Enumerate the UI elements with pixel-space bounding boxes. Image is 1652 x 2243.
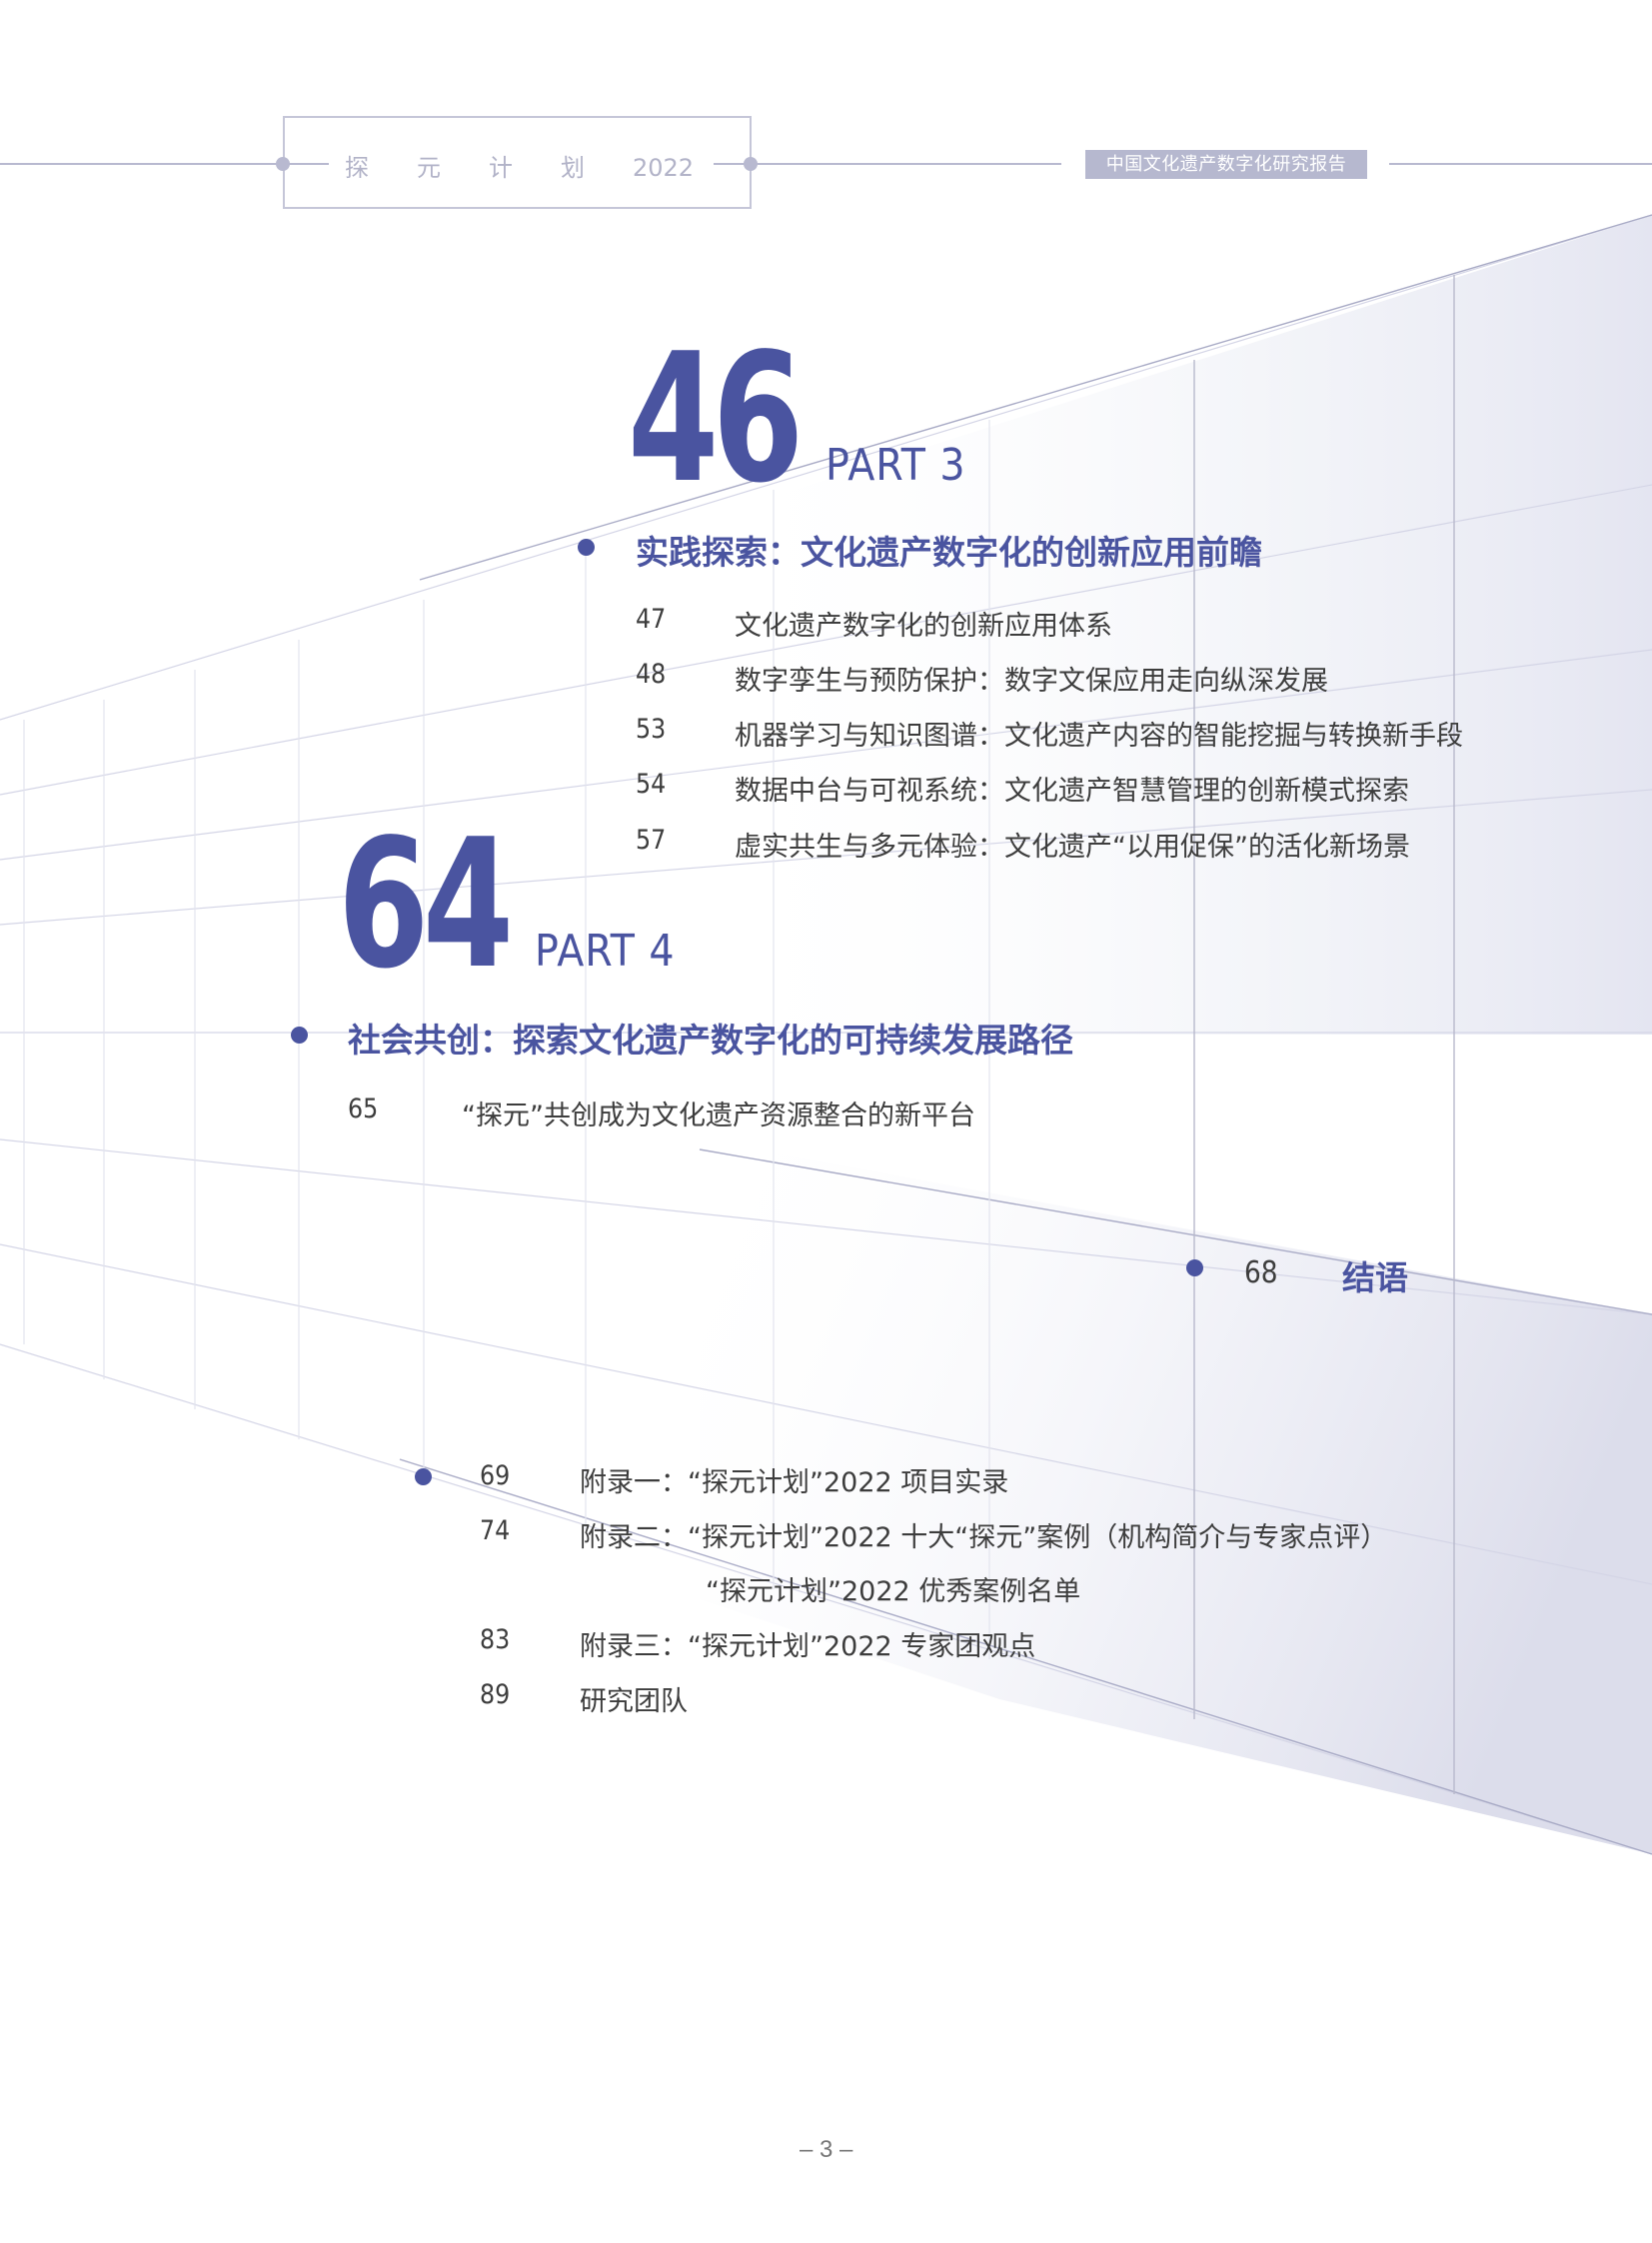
- header-title: 探 元 计 划 2022: [345, 148, 694, 183]
- header-dot-right: [744, 157, 758, 171]
- toc-entry-page: 53: [636, 714, 667, 745]
- part3-label: PART 3: [826, 440, 966, 491]
- header-line-right: [1389, 163, 1652, 165]
- header-title-char: 元: [417, 154, 443, 182]
- appendix-title[interactable]: 附录二：“探元计划”2022 十大“探元”案例（机构简介与专家点评）: [580, 1522, 1388, 1553]
- conclusion-page: 68: [1244, 1255, 1278, 1290]
- part3-page-number: 46: [628, 315, 804, 522]
- header-title-char: 探: [345, 154, 371, 182]
- toc-entry-title[interactable]: 机器学习与知识图谱：文化遗产内容的智能挖掘与转换新手段: [735, 721, 1463, 752]
- part3-heading[interactable]: 实践探索：文化遗产数字化的创新应用前瞻: [636, 533, 1262, 572]
- appendix-title[interactable]: 附录一：“探元计划”2022 项目实录: [580, 1467, 1009, 1498]
- part4-heading[interactable]: 社会共创：探索文化遗产数字化的可持续发展路径: [348, 1021, 1073, 1060]
- part4-label: PART 4: [535, 926, 676, 977]
- header-title-year: 2022: [633, 154, 695, 182]
- appendix-bullet-dot: [415, 1468, 432, 1485]
- toc-entry-title[interactable]: “探元”共创成为文化遗产资源整合的新平台: [462, 1101, 975, 1131]
- toc-entry-page: 54: [636, 769, 667, 800]
- appendix-title[interactable]: “探元计划”2022 优秀案例名单: [706, 1576, 1081, 1607]
- toc-entry-page: 65: [348, 1094, 379, 1124]
- appendix-title[interactable]: 研究团队: [580, 1686, 688, 1717]
- header-title-char: 计: [489, 154, 515, 182]
- part3-bullet-dot: [578, 539, 595, 556]
- part4-bullet-dot: [291, 1027, 308, 1044]
- toc-entry-page: 57: [636, 825, 667, 856]
- toc-entry-title[interactable]: 虚实共生与多元体验：文化遗产“以用促保”的活化新场景: [735, 832, 1410, 863]
- header-title-char: 划: [561, 154, 587, 182]
- header-line-inner-left: [283, 163, 329, 165]
- appendix-page: 69: [480, 1460, 511, 1491]
- appendix-page: 74: [480, 1515, 511, 1546]
- appendix-page: 89: [480, 1679, 511, 1710]
- header-line-inner-right: [714, 163, 752, 165]
- toc-entry-title[interactable]: 数字孪生与预防保护：数字文保应用走向纵深发展: [735, 666, 1328, 697]
- part4-page-number: 64: [338, 801, 514, 1008]
- appendix-page: 83: [480, 1624, 511, 1655]
- appendix-title[interactable]: 附录三：“探元计划”2022 专家团观点: [580, 1631, 1036, 1662]
- report-title-badge: 中国文化遗产数字化研究报告: [1085, 150, 1367, 179]
- toc-entry-title[interactable]: 文化遗产数字化的创新应用体系: [735, 611, 1112, 642]
- toc-entry-page: 48: [636, 659, 667, 690]
- header-line-mid: [752, 163, 1061, 165]
- toc-entry-page: 47: [636, 604, 667, 635]
- conclusion-heading[interactable]: 结语: [1342, 1258, 1408, 1297]
- conclusion-bullet-dot: [1186, 1259, 1203, 1276]
- toc-entry-title[interactable]: 数据中台与可视系统：文化遗产智慧管理的创新模式探索: [735, 776, 1409, 807]
- header-line-left: [0, 163, 283, 165]
- header-dot-left: [276, 157, 290, 171]
- page-number: – 3 –: [800, 2136, 853, 2163]
